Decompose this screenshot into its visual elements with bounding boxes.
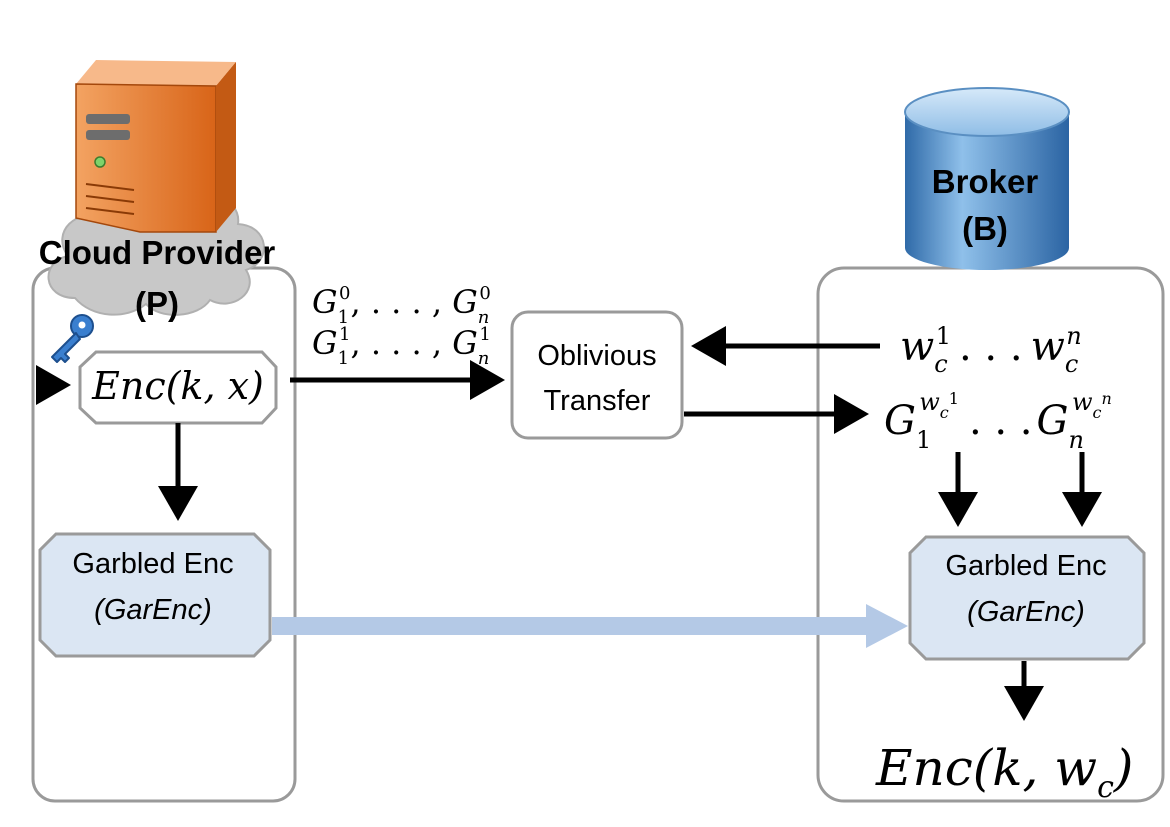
garbled-circuit-transfer-arrow (272, 604, 908, 648)
svg-text:G10, . . . , Gn0: G10, . . . , Gn0 (312, 283, 491, 328)
label-set-0: G10, . . . , Gn0 (312, 283, 491, 328)
provider-garbled-node (38, 532, 272, 658)
provider-garbled-sublabel: (GarEnc) (94, 594, 212, 626)
selected-labels: G1wc1. . .Gnwcn (884, 388, 1112, 454)
oblivious-transfer-node (510, 310, 684, 440)
provider-title: Cloud Provider (39, 234, 276, 271)
server-icon (75, 60, 236, 233)
key-icon (51, 314, 94, 363)
enc-node (78, 350, 278, 425)
svg-text:G11, . . . , Gn1: G11, . . . , Gn1 (312, 324, 491, 369)
database-icon (904, 87, 1070, 270)
output-label: Enc(k, wc) (875, 739, 1133, 805)
label-set-1: G11, . . . , Gn1 (312, 324, 491, 369)
broker-garbled-node (908, 535, 1146, 661)
ot-label: Oblivious (537, 340, 656, 372)
broker-title: Broker (932, 163, 1039, 200)
broker-subtitle: (B) (962, 210, 1008, 247)
provider-garbled-label: Garbled Enc (72, 548, 233, 580)
broker-garbled-label: Garbled Enc (945, 550, 1106, 582)
choice-bits: wc1. . .wcn (900, 322, 1082, 378)
svg-text:wc1. . .wcn: wc1. . .wcn (900, 322, 1082, 378)
broker-garbled-sublabel: (GarEnc) (967, 596, 1085, 628)
svg-text:G1wc1. . .Gnwcn: G1wc1. . .Gnwcn (884, 388, 1112, 454)
enc-label: Enc(k, x) (91, 364, 264, 408)
ot-sublabel: Transfer (544, 385, 651, 417)
provider-subtitle: (P) (135, 285, 179, 322)
